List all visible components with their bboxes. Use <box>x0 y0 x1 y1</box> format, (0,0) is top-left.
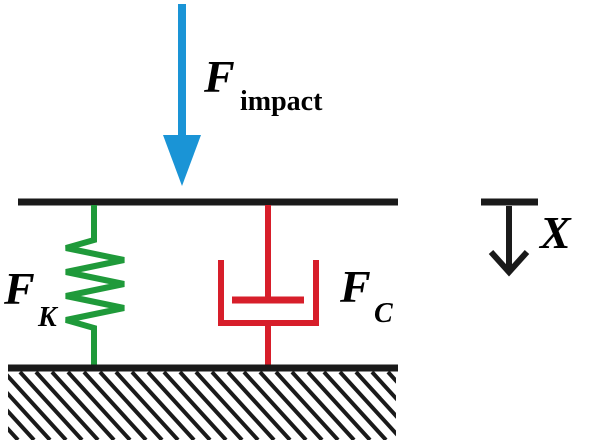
hatch-line <box>370 370 396 402</box>
hatch-line <box>194 370 260 440</box>
spring-force-label-main: F <box>3 263 35 314</box>
displacement-arrow <box>481 198 538 277</box>
hatch-line <box>354 370 396 419</box>
hatch-line <box>130 370 196 440</box>
hatch-line <box>114 370 180 440</box>
hatch-line <box>8 390 52 440</box>
hatch-line <box>338 370 396 437</box>
hatch-line <box>258 370 324 440</box>
damper <box>218 205 319 366</box>
hatch-line <box>290 370 356 440</box>
impact-force-label-sub: impact <box>240 86 323 117</box>
hatch-line <box>18 370 84 440</box>
spring-force-label-sub: K <box>37 302 59 333</box>
hatch-line <box>162 370 228 440</box>
damper-force-label-sub: C <box>374 298 393 329</box>
hatch-line <box>98 370 164 440</box>
hatch-line <box>8 408 36 440</box>
hatch-line <box>386 370 396 384</box>
impact-arrow <box>163 4 201 186</box>
hatch-line <box>82 370 148 440</box>
hatch-line <box>34 370 100 440</box>
hatch-line <box>50 370 116 440</box>
hatch-line <box>146 370 212 440</box>
hatch-line <box>226 370 292 440</box>
hatch-line <box>0 372 2 440</box>
hatch-line <box>210 370 276 440</box>
hatch-line <box>8 373 68 440</box>
hatch-line <box>306 370 372 440</box>
damper-force-label-main: F <box>339 261 371 312</box>
hatch-line <box>274 370 340 440</box>
hatch-line <box>66 370 132 440</box>
displacement-label: X <box>538 207 572 258</box>
hatch-line <box>178 370 244 440</box>
hatch-line <box>404 372 466 440</box>
hatch-line <box>242 370 308 440</box>
ground-hatching <box>0 370 466 440</box>
spring <box>65 205 125 366</box>
impact-force-label-main: F <box>203 51 235 102</box>
hatch-line <box>322 370 388 440</box>
